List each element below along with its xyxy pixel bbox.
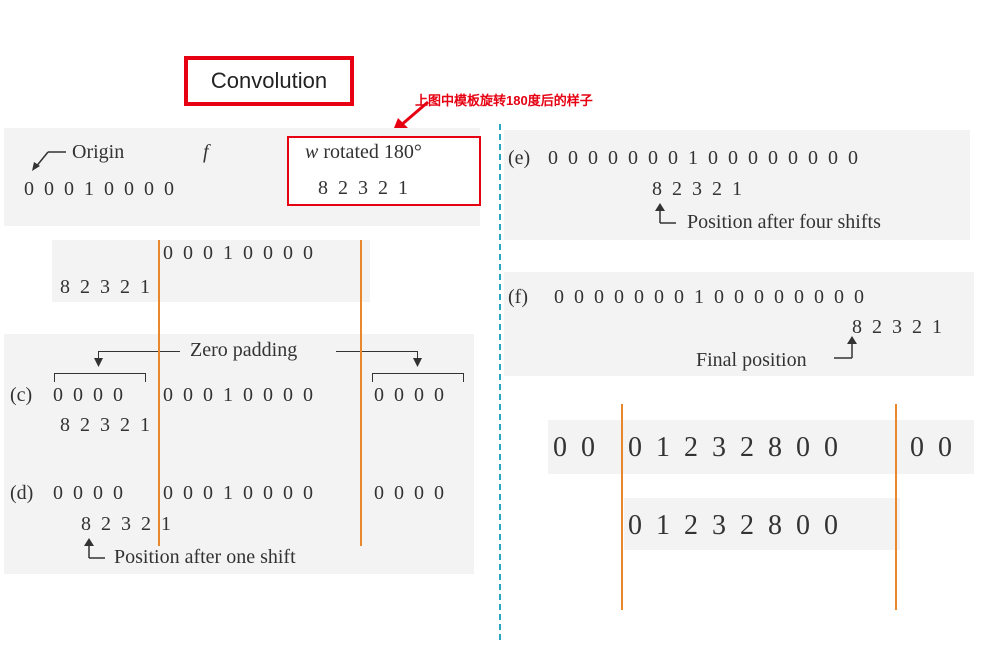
f-label: f (203, 141, 209, 163)
row-f-values: 0 0 0 0 0 0 0 1 0 0 0 0 0 0 0 0 (554, 286, 864, 308)
panel-rows-cd (4, 334, 474, 574)
panel-row-e (504, 130, 970, 240)
row-c-f-values: 0 0 0 1 0 0 0 0 (163, 384, 313, 406)
row-e-caption: Position after four shifts (687, 211, 881, 233)
zero-padding-drop-right (417, 351, 418, 361)
title-text: Convolution (210, 68, 328, 93)
w-rotated-label: w rotated 180° (305, 141, 422, 164)
row-e-pointer-icon (655, 203, 676, 224)
row-d-caption: Position after one shift (114, 546, 296, 568)
row-f-w-values: 8 2 3 2 1 (852, 316, 942, 338)
orange-line-right-2 (895, 404, 897, 610)
arrow-down-left-icon (94, 358, 103, 367)
result-full-right: 0 0 (910, 432, 952, 463)
arrow-down-right-icon (413, 358, 422, 367)
row-e-values: 0 0 0 0 0 0 0 1 0 0 0 0 0 0 0 0 (548, 147, 858, 169)
result-cropped: 0 1 2 3 2 8 0 0 (628, 510, 838, 541)
row-c-w-values: 8 2 3 2 1 (60, 414, 150, 436)
zero-padding-drop-left (98, 351, 99, 361)
row-d-label: (d) (10, 482, 34, 504)
row-d-pad-right: 0 0 0 0 (374, 482, 444, 504)
panel-row-b (52, 240, 370, 302)
padding-bracket-right (372, 373, 464, 382)
orange-line-left-2 (360, 240, 362, 546)
f-values: 0 0 0 1 0 0 0 0 (24, 178, 174, 200)
w-rotated-values: 8 2 3 2 1 (318, 177, 408, 199)
rotated-kernel-box (287, 136, 481, 206)
row-f-label: (f) (508, 286, 528, 308)
title-box: Convolution (184, 56, 354, 106)
row-b-w-values: 8 2 3 2 1 (60, 276, 150, 298)
w-symbol: w (305, 141, 319, 163)
row-f-caption: Final position (696, 349, 807, 371)
origin-arrow-icon (32, 151, 66, 171)
row-b-f-values: 0 0 0 1 0 0 0 0 (163, 242, 313, 264)
rotated-text: rotated 180° (323, 141, 422, 163)
row-e-label: (e) (508, 147, 531, 169)
result-full-mid: 0 1 2 3 2 8 0 0 (628, 432, 838, 463)
zero-padding-line-left (98, 351, 180, 352)
row-f-pointer-icon (834, 336, 857, 359)
row-c-pad-right: 0 0 0 0 (374, 384, 444, 406)
orange-line-left-1 (158, 240, 160, 546)
row-d-f-values: 0 0 0 1 0 0 0 0 (163, 482, 313, 504)
panel-row-f (504, 272, 974, 376)
padding-bracket-left (54, 373, 146, 382)
panel-result-full (548, 420, 974, 474)
annotation-note: 上图中模板旋转180度后的样子 (415, 93, 593, 108)
row-c-pad-left: 0 0 0 0 (53, 384, 123, 406)
row-d-w-values: 8 2 3 2 1 (81, 513, 171, 535)
row-d-pointer-icon (84, 538, 105, 559)
row-d-pad-left: 0 0 0 0 (53, 482, 123, 504)
row-e-w-values: 8 2 3 2 1 (652, 178, 742, 200)
origin-label: Origin (72, 141, 125, 163)
row-c-label: (c) (10, 384, 33, 406)
zero-padding-label: Zero padding (190, 339, 298, 361)
result-full-left: 0 0 (553, 432, 595, 463)
center-divider (499, 124, 501, 640)
panel-result-cropped (624, 498, 900, 550)
zero-padding-line-right (336, 351, 418, 352)
orange-line-right-1 (621, 404, 623, 610)
